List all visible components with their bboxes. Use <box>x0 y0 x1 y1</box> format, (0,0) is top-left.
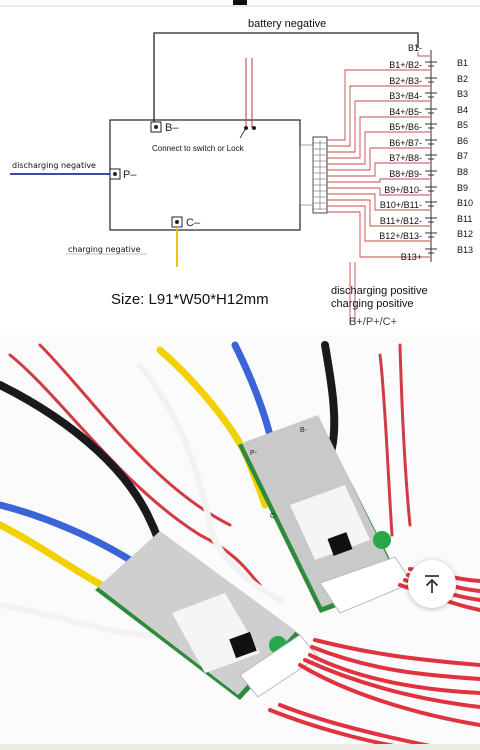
bms-board <box>109 119 301 231</box>
tap-label: B1- <box>408 43 422 53</box>
tap-label: B2+/B3- <box>389 76 422 86</box>
photo-label-p: P- <box>250 450 258 457</box>
diagram-svg: battery negative B– Connect to switch or… <box>0 0 480 328</box>
balance-wires <box>327 52 430 258</box>
tap-label: B11+/B12- <box>380 216 422 226</box>
cell-label: B5 <box>457 120 468 130</box>
product-photo: P- B- C- <box>0 335 480 750</box>
photo-label-b: B- <box>300 427 308 434</box>
cell-label: B2 <box>457 74 468 84</box>
charging-negative-label: charging negative <box>68 245 141 254</box>
cell-labels: B1 B2 B3 B4 B5 B6 B7 B8 B9 B10 B11 B12 B… <box>457 58 473 255</box>
discharging-positive-label: discharging positive <box>331 285 428 297</box>
b-minus-label: B– <box>165 122 179 134</box>
wiring-diagram: battery negative B– Connect to switch or… <box>0 0 480 335</box>
arrow-up-to-top-icon <box>425 575 439 593</box>
charging-positive-label: charging positive <box>331 298 414 310</box>
scroll-to-top-button[interactable] <box>408 560 456 608</box>
tap-labels: B1- B1+/B2- B2+/B3- B3+/B4- B4+/B5- B5+/… <box>379 43 422 262</box>
tap-label: B1+/B2- <box>389 60 422 70</box>
product-photo-svg: P- B- C- <box>0 335 480 750</box>
cell-label: B1 <box>457 58 468 68</box>
tap-label: B13+ <box>401 252 422 262</box>
p-minus-label: P– <box>123 169 137 181</box>
tap-label: B12+/B13- <box>379 231 422 241</box>
tap-label: B9+/B10- <box>384 185 422 195</box>
size-label: Size: L91*W50*H12mm <box>111 291 269 308</box>
positive-terminals-label: B+/P+/C+ <box>349 316 397 328</box>
tap-label: B6+/B7- <box>389 138 422 148</box>
cell-label: B4 <box>457 105 468 115</box>
tap-label: B10+/B11- <box>380 200 422 210</box>
connect-switch-label: Connect to switch or Lock <box>152 144 245 153</box>
battery-negative-label: battery negative <box>248 18 326 30</box>
cell-label: B11 <box>457 214 472 224</box>
tap-label: B4+/B5- <box>389 107 422 117</box>
cell-label: B7 <box>457 151 468 161</box>
tap-label: B5+/B6- <box>389 122 422 132</box>
photo-label-c: C- <box>270 513 278 520</box>
c-minus-label: C– <box>186 217 201 229</box>
tap-label: B7+/B8- <box>389 153 422 163</box>
cell-label: B12 <box>457 229 473 239</box>
discharging-negative-label: discharging negative <box>12 161 96 170</box>
cell-label: B10 <box>457 198 473 208</box>
tap-label: B8+/B9- <box>389 169 422 179</box>
cell-label: B3 <box>457 89 468 99</box>
bms-board-front <box>95 531 319 700</box>
cell-label: B6 <box>457 136 468 146</box>
cell-stack <box>425 50 437 262</box>
tap-label: B3+/B4- <box>389 91 422 101</box>
cell-label: B13 <box>457 245 473 255</box>
bottom-strip <box>0 744 480 750</box>
cell-label: B9 <box>457 183 468 193</box>
cell-label: B8 <box>457 167 468 177</box>
